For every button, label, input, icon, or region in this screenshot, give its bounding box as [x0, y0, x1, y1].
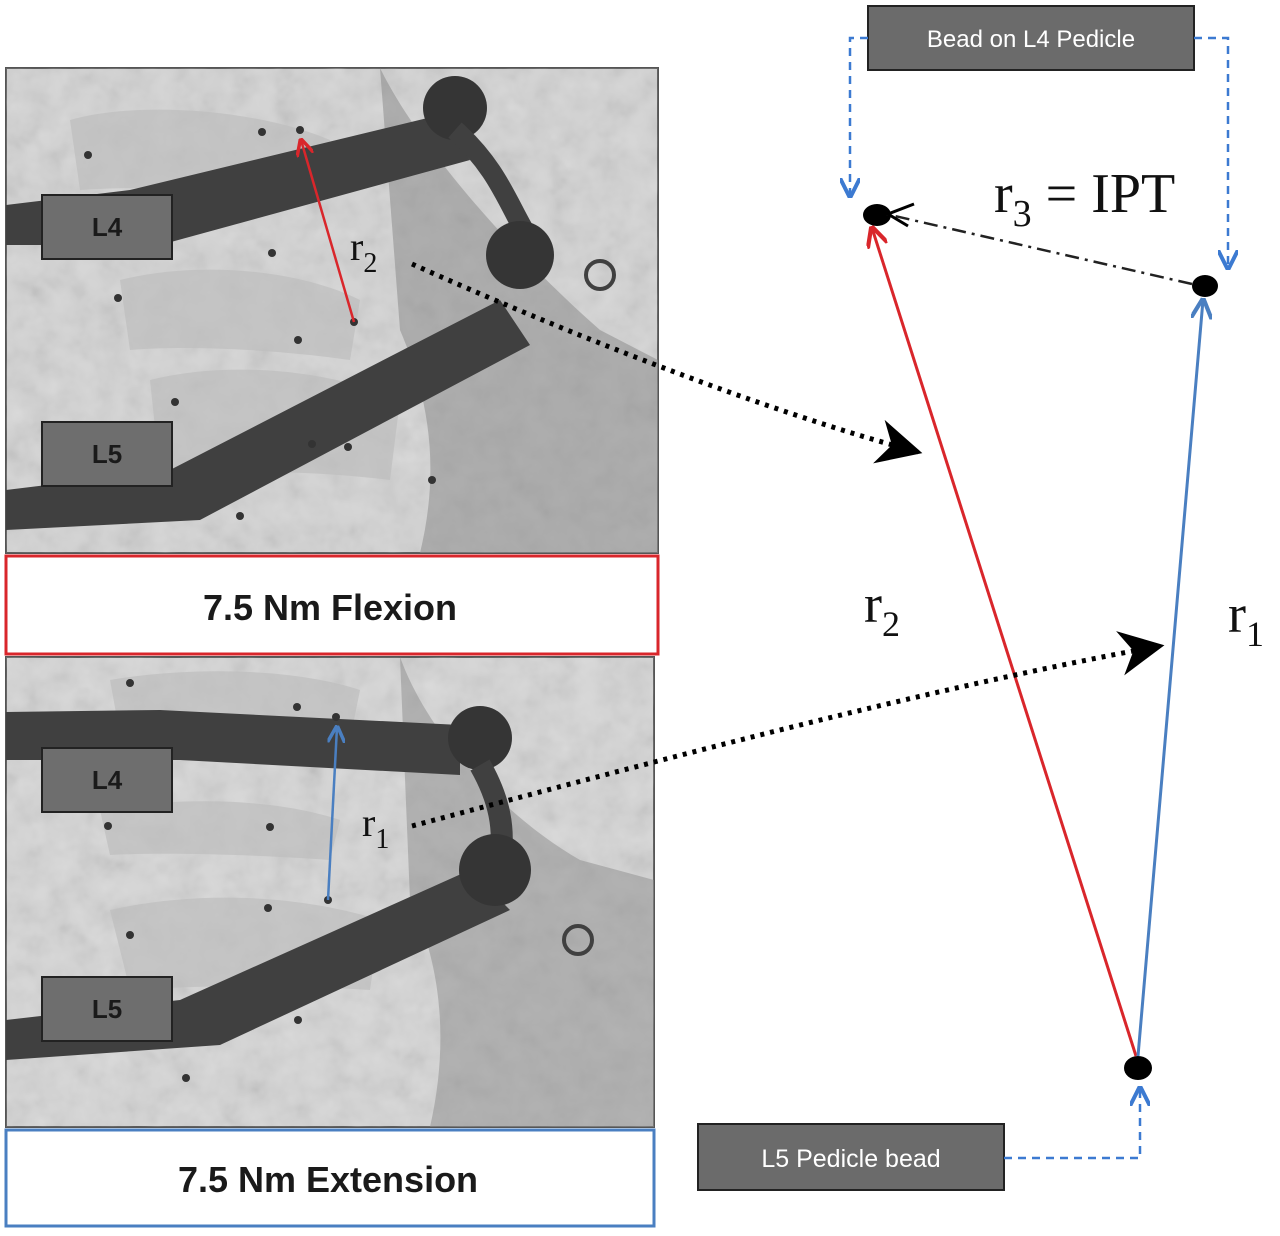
extension-l4-label: L4 — [92, 765, 123, 795]
leader-to-flexion-bead — [850, 36, 868, 196]
flexion-r2-vector — [301, 140, 356, 323]
extension-caption: 7.5 Nm Extension — [178, 1159, 478, 1200]
flexion-beads — [84, 126, 436, 520]
flexion-l4-box — [41, 194, 173, 260]
leader-to-extension-bead — [1194, 36, 1228, 268]
schematic-r1-vector — [1136, 300, 1203, 1057]
flexion-l5-screw-head — [486, 221, 554, 289]
extension-r1-label: r1 — [362, 800, 389, 855]
schematic-r1-label: r1 — [1228, 584, 1264, 654]
flexion-connector — [584, 259, 616, 291]
r3-arrowhead-icon — [884, 202, 915, 228]
l5-pedicle-bead-label: L5 Pedicle bead — [761, 1145, 940, 1173]
flexion-l4-screw-head — [423, 76, 487, 140]
extension-soft-tissue — [400, 657, 654, 1127]
flexion-soft-tissue — [380, 68, 658, 553]
extension-l5-box — [41, 976, 173, 1042]
schematic-r2-label: r2 — [864, 574, 900, 644]
flexion-l4-label: L4 — [92, 212, 123, 242]
flexion-l5-box — [41, 421, 173, 487]
flexion-caption-box — [4, 554, 660, 656]
r3-ipt-label: r3 = IPT — [994, 163, 1175, 235]
extension-beads — [104, 679, 340, 1082]
extension-xray-panel: L4 L5 r1 — [5, 656, 655, 1128]
l4-pedicle-bead-label: Bead on L4 Pedicle — [927, 26, 1135, 53]
flexion-xray-panel: L4 L5 r2 — [5, 67, 659, 554]
extension-l4-box — [41, 747, 173, 813]
flexion-l5-screw — [6, 300, 530, 530]
flexion-position-bead-icon — [863, 204, 891, 226]
r2-correspondence-arrow — [410, 261, 923, 464]
l5-pedicle-bead-box — [697, 1123, 1005, 1191]
extension-l4-screw-head — [448, 706, 512, 770]
l5-pedicle-bead-icon — [1124, 1056, 1152, 1080]
extension-connector — [562, 924, 594, 956]
flexion-caption: 7.5 Nm Flexion — [203, 587, 457, 628]
flexion-l5-label: L5 — [92, 439, 122, 469]
extension-l5-screw-head — [459, 834, 531, 906]
extension-caption-box — [4, 1128, 656, 1228]
flexion-r2-label: r2 — [350, 224, 377, 279]
extension-l5-label: L5 — [92, 994, 122, 1024]
leader-to-l5-bead — [1004, 1088, 1140, 1160]
schematic-r2-vector — [872, 228, 1138, 1057]
extension-position-bead-icon — [1192, 275, 1218, 297]
extension-vertebra-l4-lower — [100, 801, 340, 860]
r3-ipt-vector — [885, 212, 1193, 286]
extension-r1-vector — [326, 727, 337, 901]
r1-correspondence-arrow — [411, 631, 1165, 829]
